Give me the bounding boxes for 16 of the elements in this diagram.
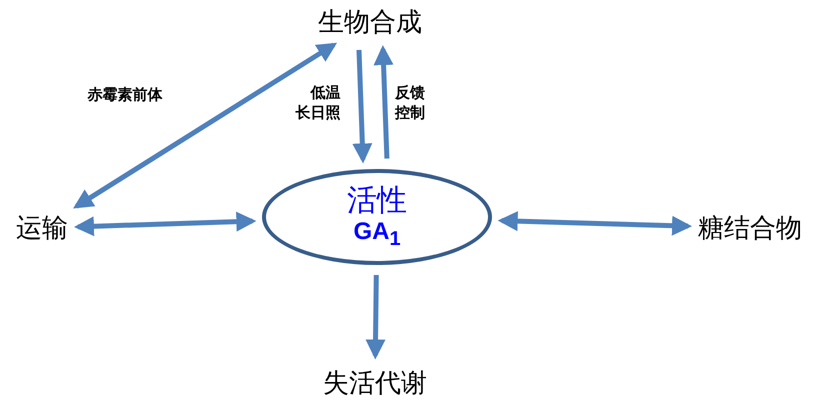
arrow	[366, 274, 386, 360]
arrow	[74, 212, 256, 236]
hormone-label: GA$_{1}$	[353, 218, 401, 250]
process-label: 生物合成	[318, 4, 422, 40]
edge-label: 反馈控制	[395, 84, 425, 122]
process-label: 运输	[16, 210, 68, 246]
process-label: 失活代谢	[323, 366, 427, 400]
edge-label: 低温长日照	[296, 84, 340, 122]
arrow	[73, 42, 338, 208]
process-label: 糖结合物	[698, 210, 802, 246]
arrow	[374, 45, 394, 159]
node-title: 活性	[347, 184, 407, 219]
arrow	[352, 50, 372, 164]
edge-label: 赤霉素前体	[88, 85, 162, 105]
activity-ellipse	[262, 169, 492, 265]
arrow	[498, 211, 692, 236]
